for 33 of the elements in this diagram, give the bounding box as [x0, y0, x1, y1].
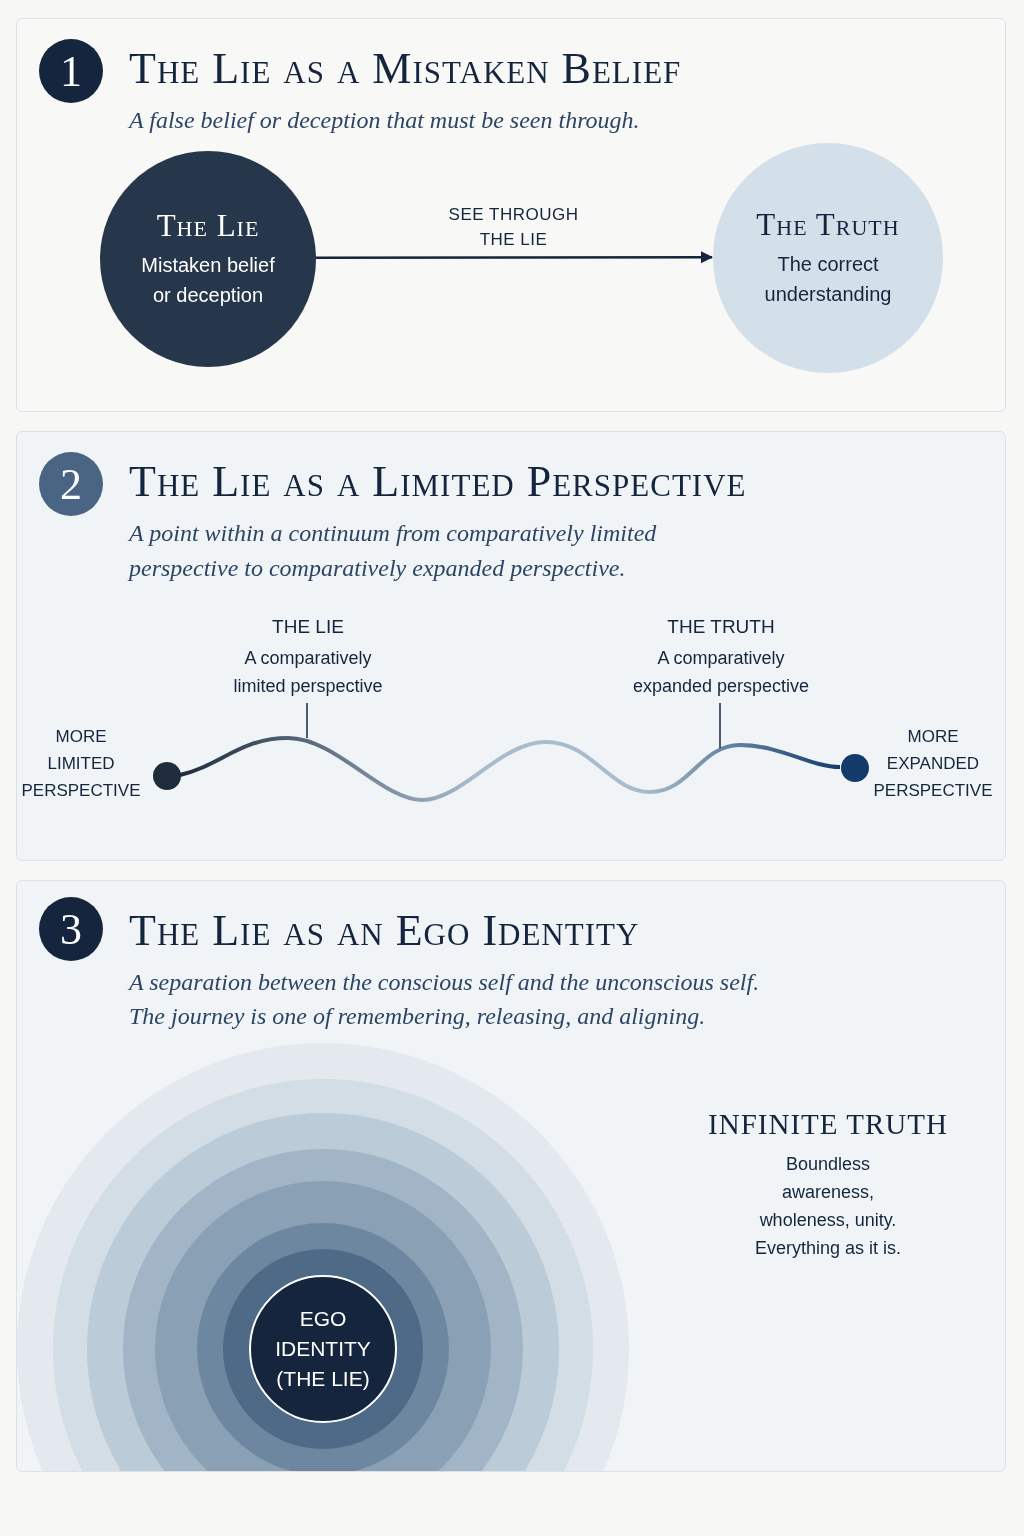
arrow [315, 251, 713, 264]
section-subtitle: A point within a continuum from comparatively limited perspective to comparatively expanded perspective. [129, 519, 658, 583]
leader-line [719, 702, 721, 749]
end-label: MORE LIMITED PERSPECTIVE [21, 726, 141, 802]
section-panel [16, 880, 1006, 1472]
section-panel [16, 431, 1006, 861]
circle-heading: The Lie [156, 208, 260, 244]
circle-text: EGO IDENTITY (THE LIE) [274, 1306, 372, 1392]
point-label: THE TRUTH [666, 616, 776, 638]
edge-label: SEE THROUGH THE LIE [447, 203, 580, 251]
leader-line [306, 702, 308, 739]
section-subtitle: A false belief or deception that must be seen through. [129, 106, 641, 135]
section-subtitle: The journey is one of remembering, releasing, and aligning. [129, 1002, 707, 1031]
end-label: MORE EXPANDED PERSPECTIVE [873, 726, 993, 802]
section-title: The Lie as an Ego Identity [129, 905, 640, 956]
circle-text: Mistaken belief or deception [140, 253, 276, 308]
section-panel [16, 18, 1006, 412]
number-badge: 1 [39, 39, 103, 103]
endpoint-dot [841, 754, 869, 782]
circle-heading: The Truth [756, 207, 900, 243]
endpoint-dot [153, 762, 181, 790]
point-description: A comparatively expanded perspective [631, 647, 811, 698]
section-subtitle: A separation between the conscious self and the unconscious self. [129, 968, 761, 997]
region-description: Boundless awareness, wholeness, unity. Everything as it is. [753, 1153, 903, 1260]
continuum-wave [179, 736, 841, 802]
section-title: The Lie as a Mistaken Belief [129, 43, 682, 94]
section-title: The Lie as a Limited Perspective [129, 456, 747, 507]
circle-text: The correct understanding [763, 252, 893, 307]
number-badge: 3 [39, 897, 103, 961]
point-label: THE LIE [271, 616, 345, 638]
region-title: INFINITE TRUTH [707, 1108, 949, 1141]
number-badge: 2 [39, 452, 103, 516]
point-description: A comparatively limited perspective [232, 647, 384, 698]
